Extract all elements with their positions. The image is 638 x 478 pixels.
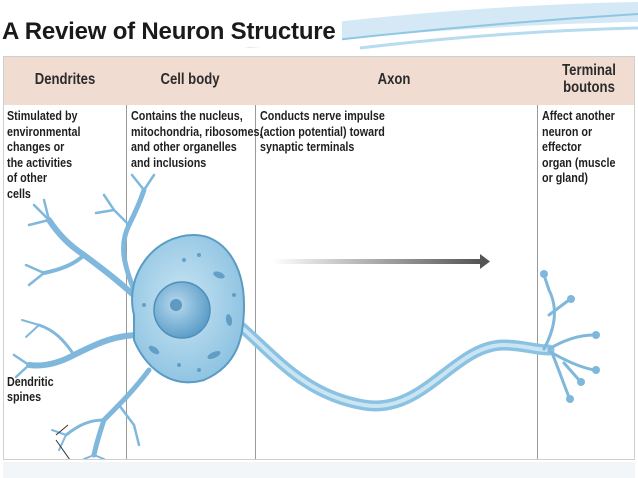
nucleus <box>153 281 211 339</box>
column-divider-1 <box>126 105 127 459</box>
desc-terminal-boutons: Affect another neuron or effector organ … <box>542 109 616 185</box>
header-terminal-boutons: Terminal boutons <box>562 62 616 96</box>
organelles <box>142 253 236 372</box>
header-axon: Axon <box>377 71 411 88</box>
neuron-diagram-figure: Dendrites Cell body Axon Terminal bouton… <box>3 56 635 460</box>
spines-pointer <box>55 424 70 459</box>
neuron-illustration <box>12 173 600 459</box>
header-dendrites: Dendrites <box>34 71 96 88</box>
dendrites <box>12 173 156 459</box>
slide-title: A Review of Neuron Structure <box>2 17 342 47</box>
label-dendritic-spines: Dendritic spines <box>7 375 54 404</box>
column-divider-3 <box>537 105 538 459</box>
terminal-boutons <box>540 270 600 403</box>
conduction-arrow <box>272 254 490 269</box>
header-band <box>4 57 634 105</box>
header-cell-body: Cell body <box>160 71 220 88</box>
bottom-strip <box>3 462 635 478</box>
desc-dendrites: Stimulated by environmental changes or t… <box>7 109 81 201</box>
desc-cell-body: Contains the nucleus, mitochondria, ribo… <box>131 109 263 170</box>
desc-axon: Conducts nerve impulse (action potential… <box>260 109 385 154</box>
column-divider-2 <box>255 105 256 459</box>
nucleolus <box>170 299 182 311</box>
